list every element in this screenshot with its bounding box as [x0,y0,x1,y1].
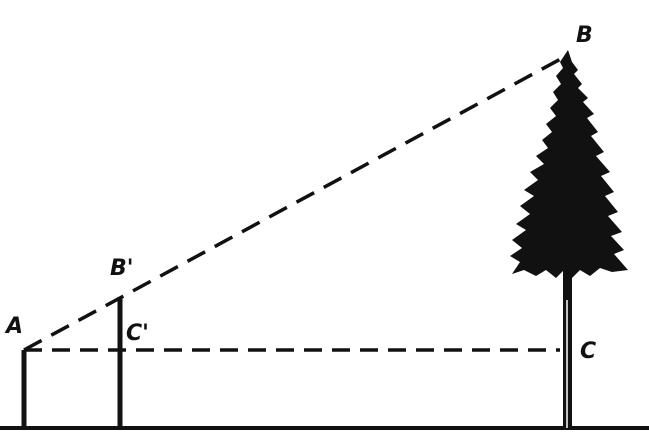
label-b-prime: B' [110,256,134,281]
label-a: A [4,314,23,339]
label-b: B [576,23,593,48]
label-c: C [580,339,596,364]
tree-icon [510,50,628,428]
label-c-prime: C' [126,321,149,346]
sightline-to-treetop [23,53,569,352]
